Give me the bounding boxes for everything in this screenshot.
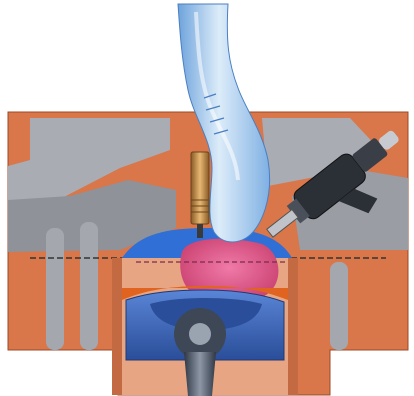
connecting-rod-shaft: [184, 352, 216, 396]
right-coolant-passage: [330, 262, 348, 350]
spark-plug-electrode: [197, 224, 203, 238]
left-coolant-passage-2: [80, 222, 98, 350]
cylinder-wall-right: [288, 258, 298, 395]
cylinder-wall-left: [112, 258, 122, 395]
left-coolant-passage-1: [46, 228, 64, 350]
spark-plug-icon: [191, 152, 209, 224]
wrist-pin: [189, 323, 211, 345]
